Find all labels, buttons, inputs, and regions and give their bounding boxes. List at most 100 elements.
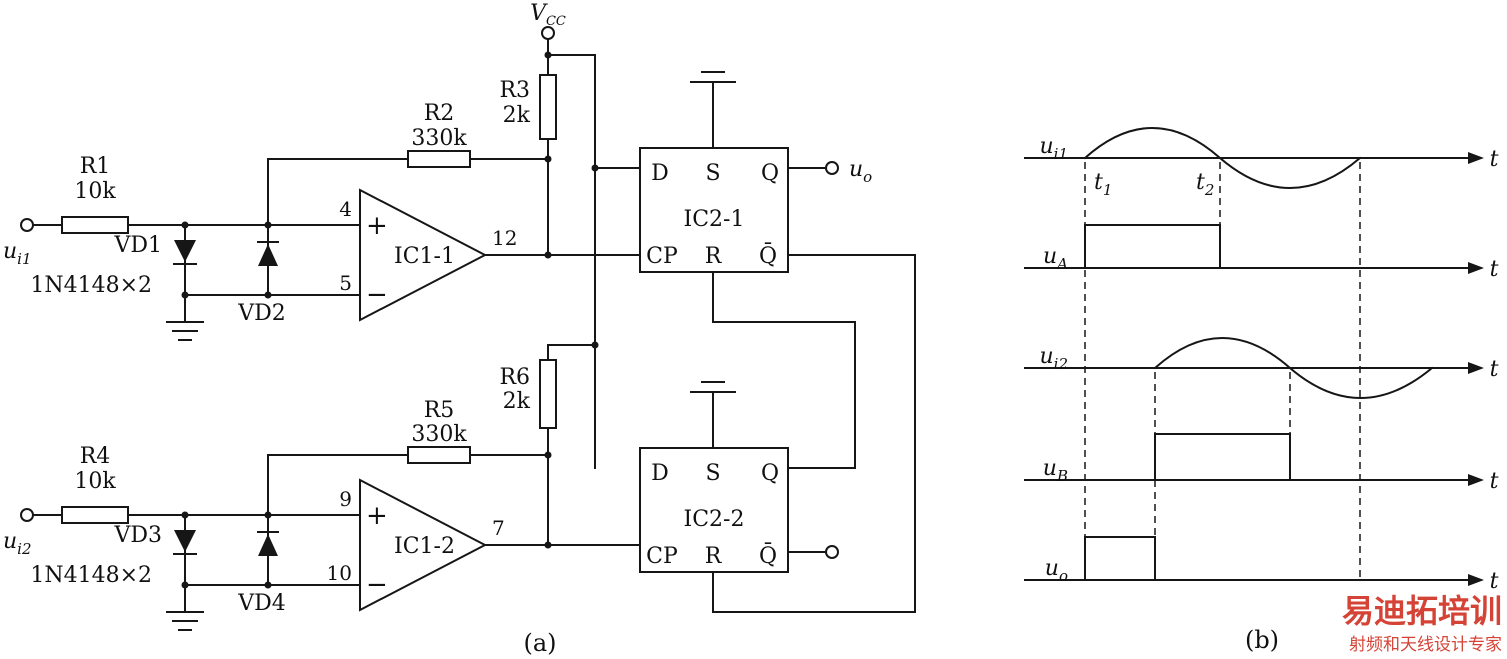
- diode-vd4: [257, 531, 279, 556]
- watermark-subtitle: 射频和天线设计专家: [1349, 635, 1502, 655]
- opamp2-name: IC1-2: [394, 534, 455, 559]
- opamp2-pin-minus: 10: [327, 561, 352, 585]
- wave-ui1-sine: [1083, 127, 1362, 189]
- opamp1-pin-minus: 5: [339, 271, 352, 295]
- wire: [712, 254, 916, 613]
- vd4-label: VD4: [237, 591, 286, 616]
- opamp1-pin-plus: 4: [339, 197, 352, 221]
- ff1-q: Q: [761, 161, 779, 186]
- terminal-ui1: [20, 218, 34, 232]
- opamp1-minus-sign: −: [366, 280, 388, 310]
- terminal-ui2: [20, 508, 34, 522]
- ground-symbol-bottom: [166, 611, 204, 631]
- r6-value: 2k: [503, 389, 531, 414]
- r1-value: 10k: [74, 179, 116, 204]
- ff1-cp: CP: [646, 244, 678, 269]
- ff2-name: IC2-2: [684, 507, 745, 532]
- opamp2-pin-plus: 9: [339, 487, 352, 511]
- vd2-label: VD2: [237, 301, 286, 326]
- r4-value: 10k: [74, 469, 116, 494]
- watermark: 易迪拓培训 射频和天线设计专家: [1342, 592, 1502, 655]
- r5-value: 330k: [411, 422, 467, 447]
- opamp2-minus-sign: −: [366, 570, 388, 600]
- axis-arrow: [1468, 362, 1484, 374]
- t2-label: t2: [1196, 170, 1214, 199]
- opamp2-plus-sign: +: [366, 501, 388, 531]
- wave-ui2-sine: [1153, 337, 1434, 399]
- t-axis-label-1: t: [1490, 147, 1499, 172]
- caption-b: (b): [1245, 626, 1279, 654]
- junction-dots: [181, 51, 599, 589]
- vd1-label: VD1: [113, 233, 162, 258]
- wave-label-ui2: ui2: [1039, 344, 1068, 373]
- wire: [547, 344, 596, 546]
- vcc-label: VCC: [530, 1, 566, 29]
- vd3-label: VD3: [113, 523, 162, 548]
- ff1-name: IC2-1: [684, 207, 745, 232]
- wire: [712, 271, 856, 469]
- input2-label: ui2: [3, 529, 32, 558]
- ff2-cp: CP: [646, 544, 678, 569]
- wave-label-uo: uo: [1045, 556, 1068, 585]
- axis-arrow: [1468, 574, 1484, 586]
- waveform-traces: [1083, 127, 1434, 581]
- wave-uo-pulse: [1084, 536, 1156, 581]
- terminal-qbar2: [825, 545, 839, 559]
- r3-value: 2k: [503, 103, 531, 128]
- ff2-q: Q: [761, 461, 779, 486]
- r2-name: R2: [424, 101, 455, 126]
- diode-part-bottom: 1N4148×2: [30, 563, 152, 588]
- t-axis-label-4: t: [1490, 469, 1499, 494]
- opamp-ic1-1: [359, 188, 488, 322]
- terminal-vcc: [541, 26, 555, 40]
- t1-label: t1: [1094, 170, 1112, 199]
- wave-ub-pulse: [1154, 433, 1291, 481]
- ground-symbol-ff1-s: [690, 71, 736, 83]
- diode-vd3: [173, 530, 197, 555]
- r3-name: R3: [499, 78, 530, 103]
- diode-vd2: [257, 241, 279, 266]
- flipflop-ic2-2: [639, 447, 789, 573]
- diode-vd1: [173, 240, 197, 265]
- wire: [547, 54, 596, 469]
- opamp1-pin-out: 12: [492, 226, 517, 250]
- wave-label-ua: uA: [1043, 244, 1068, 273]
- opamp1-plus-sign: +: [366, 211, 388, 241]
- ground-symbol-ff2-s: [690, 381, 736, 393]
- ff2-d: D: [651, 461, 669, 486]
- r2-value: 330k: [411, 126, 467, 151]
- r5-name: R5: [424, 398, 455, 423]
- resistor-r3: [539, 74, 557, 140]
- resistor-r5: [407, 446, 471, 464]
- t-axis-label-3: t: [1490, 357, 1499, 382]
- ff1-r: R: [705, 244, 723, 269]
- axis-arrow: [1468, 152, 1484, 164]
- axis-arrow: [1468, 262, 1484, 274]
- diode-part-top: 1N4148×2: [30, 273, 152, 298]
- watermark-title: 易迪拓培训: [1342, 592, 1502, 630]
- resistor-r6: [539, 359, 557, 429]
- resistor-r4: [61, 506, 129, 524]
- r4-name: R4: [80, 444, 111, 469]
- ff2-qbar: Q̄: [759, 542, 777, 569]
- input1-label: ui1: [3, 239, 32, 268]
- waveform-axes: [1024, 152, 1484, 586]
- opamp1-name: IC1-1: [394, 244, 455, 269]
- ground-symbol-top: [166, 321, 204, 341]
- wave-ua-pulse: [1084, 224, 1221, 269]
- ff2-s: S: [705, 461, 720, 486]
- terminal-uo: [825, 161, 839, 175]
- opamp-ic1-2: [359, 478, 488, 612]
- ff1-d: D: [651, 161, 669, 186]
- resistor-r1: [61, 216, 129, 234]
- t-axis-label-2: t: [1490, 257, 1499, 282]
- t-axis-label-5: t: [1490, 569, 1499, 594]
- r6-name: R6: [499, 365, 530, 390]
- flipflop-ic2-1: [639, 147, 789, 273]
- ff2-r: R: [705, 544, 723, 569]
- output-label: uo: [849, 157, 872, 186]
- opamp2-pin-out: 7: [492, 516, 505, 540]
- wave-label-ui1: ui1: [1039, 134, 1068, 163]
